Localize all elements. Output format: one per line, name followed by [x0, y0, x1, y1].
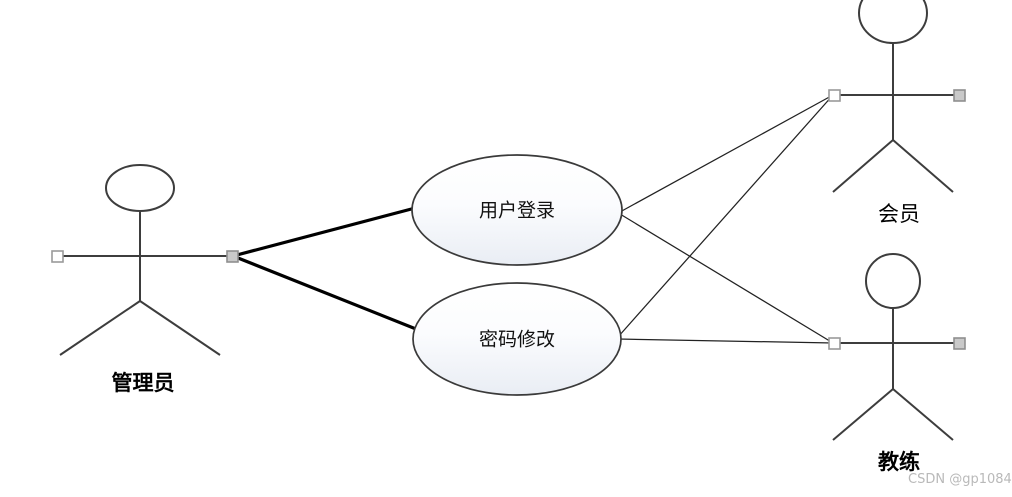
use-case-ellipse[interactable] [411, 154, 623, 266]
use-case-ellipse[interactable] [412, 282, 622, 396]
actor-leg-left-icon [832, 139, 894, 193]
handle-admin-right[interactable] [226, 250, 239, 263]
actor-admin-label: 管理员 [112, 371, 175, 395]
actor-head-icon [865, 253, 921, 309]
association-login-coach[interactable] [619, 213, 834, 344]
handle-coach-right[interactable] [953, 337, 966, 350]
handle-admin-left[interactable] [51, 250, 64, 263]
use-case-login[interactable]: 用户登录 [411, 154, 623, 266]
actor-head-icon [105, 164, 175, 212]
use-case-password[interactable]: 密码修改 [412, 282, 622, 396]
association-password-member[interactable] [617, 94, 834, 338]
actor-coach-label: 教练 [878, 450, 920, 474]
actor-leg-right-icon [139, 300, 221, 356]
actor-leg-left-icon [59, 300, 141, 356]
handle-member-right[interactable] [953, 89, 966, 102]
handle-member-left[interactable] [828, 89, 841, 102]
actor-leg-right-icon [892, 388, 954, 441]
actor-leg-right-icon [892, 139, 954, 193]
use-case-login-label: 用户登录 [479, 200, 555, 222]
actor-admin[interactable]: 管理员 [51, 164, 239, 395]
watermark: CSDN @gp1084 [908, 472, 1012, 487]
actor-member-label: 会员 [878, 202, 920, 226]
use-case-password-label: 密码修改 [479, 329, 555, 351]
association-group [231, 94, 834, 344]
association-admin-login[interactable] [231, 205, 421, 258]
actor-member[interactable]: 会员 [828, 0, 966, 226]
actor-coach[interactable]: 教练 [828, 253, 966, 474]
association-admin-password[interactable] [231, 254, 423, 333]
association-login-member[interactable] [619, 94, 834, 213]
association-password-coach[interactable] [617, 338, 834, 344]
actor-leg-left-icon [832, 388, 894, 441]
actor-head-icon [858, 0, 928, 44]
handle-coach-left[interactable] [828, 337, 841, 350]
